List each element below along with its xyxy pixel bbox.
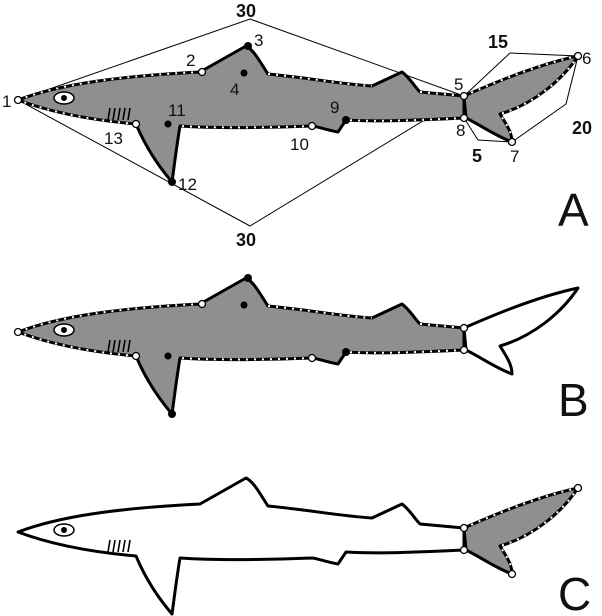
landmark-label-13: 13 [104, 129, 123, 148]
distance-peduncle: 5 [472, 146, 482, 166]
landmark-12 [168, 178, 176, 186]
gill-slits [107, 539, 131, 553]
panel-c: C [16, 476, 591, 616]
caudal-fin [462, 54, 580, 144]
gill-slits [107, 107, 131, 121]
landmark-label-12: 12 [178, 175, 197, 194]
landmark-point [459, 545, 469, 555]
landmark-1 [13, 95, 23, 105]
guide-line [509, 52, 579, 57]
landmark-11 [164, 120, 172, 128]
guide-line [511, 103, 567, 143]
landmark-label-8: 8 [456, 121, 465, 140]
distance-bottom: 30 [236, 230, 256, 250]
landmark-point [307, 353, 317, 363]
landmark-label-2: 2 [186, 51, 195, 70]
landmark-label-5: 5 [454, 75, 463, 94]
distance-tail-lower: 20 [572, 118, 592, 138]
landmark-2 [197, 67, 207, 77]
guide-line [463, 52, 511, 97]
landmark-3 [244, 42, 252, 50]
guide-line [463, 117, 479, 141]
distance-tail-upper: 15 [488, 32, 508, 52]
guide-line [477, 139, 513, 143]
outline-dashes [17, 303, 465, 361]
caudal-fin [462, 486, 580, 576]
landmark-label-4: 4 [230, 80, 239, 99]
landmark-label-1: 1 [2, 92, 11, 111]
landmark-label-11: 11 [168, 101, 186, 120]
landmark-13 [131, 119, 141, 129]
panel-a: 1 2 3 4 5 6 7 8 9 10 11 12 13 30 30 15 2… [2, 1, 592, 250]
landmark-9 [342, 116, 350, 124]
landmark-label-7: 7 [510, 147, 519, 166]
landmark-point [168, 410, 176, 418]
landmark-label-3: 3 [254, 31, 263, 50]
caudal-fin [462, 286, 580, 376]
distance-top: 30 [236, 1, 256, 21]
landmark-8 [459, 113, 469, 123]
panel-label-b: B [558, 374, 589, 426]
landmark-label-10: 10 [290, 135, 309, 154]
shark-body [16, 476, 466, 616]
gill-slits [107, 339, 131, 353]
landmark-label-6: 6 [582, 49, 591, 68]
outline-dashes [17, 54, 581, 143]
landmark-point [459, 523, 469, 533]
landmark-6 [573, 51, 583, 61]
panel-label-a: A [558, 184, 589, 236]
landmark-point [240, 301, 248, 309]
landmark-7 [507, 137, 517, 147]
pupil [61, 327, 67, 333]
pupil [61, 95, 67, 101]
landmark-10 [307, 121, 317, 131]
landmark-5 [459, 91, 469, 101]
landmark-label-9: 9 [330, 98, 339, 117]
panel-b: B [13, 274, 589, 426]
shark-body [16, 276, 466, 416]
landmark-4 [240, 69, 248, 77]
landmark-point [244, 274, 252, 282]
landmark-point [13, 327, 23, 337]
landmark-point [459, 345, 469, 355]
landmark-point [197, 299, 207, 309]
landmark-point [131, 351, 141, 361]
pupil [61, 527, 67, 533]
landmark-point [342, 348, 350, 356]
panel-label-c: C [558, 568, 591, 616]
shark-body [16, 44, 466, 184]
landmark-point [459, 323, 469, 333]
guide-line [565, 55, 579, 105]
landmark-point [507, 569, 517, 579]
landmark-point [164, 352, 172, 360]
landmark-point [573, 483, 583, 493]
